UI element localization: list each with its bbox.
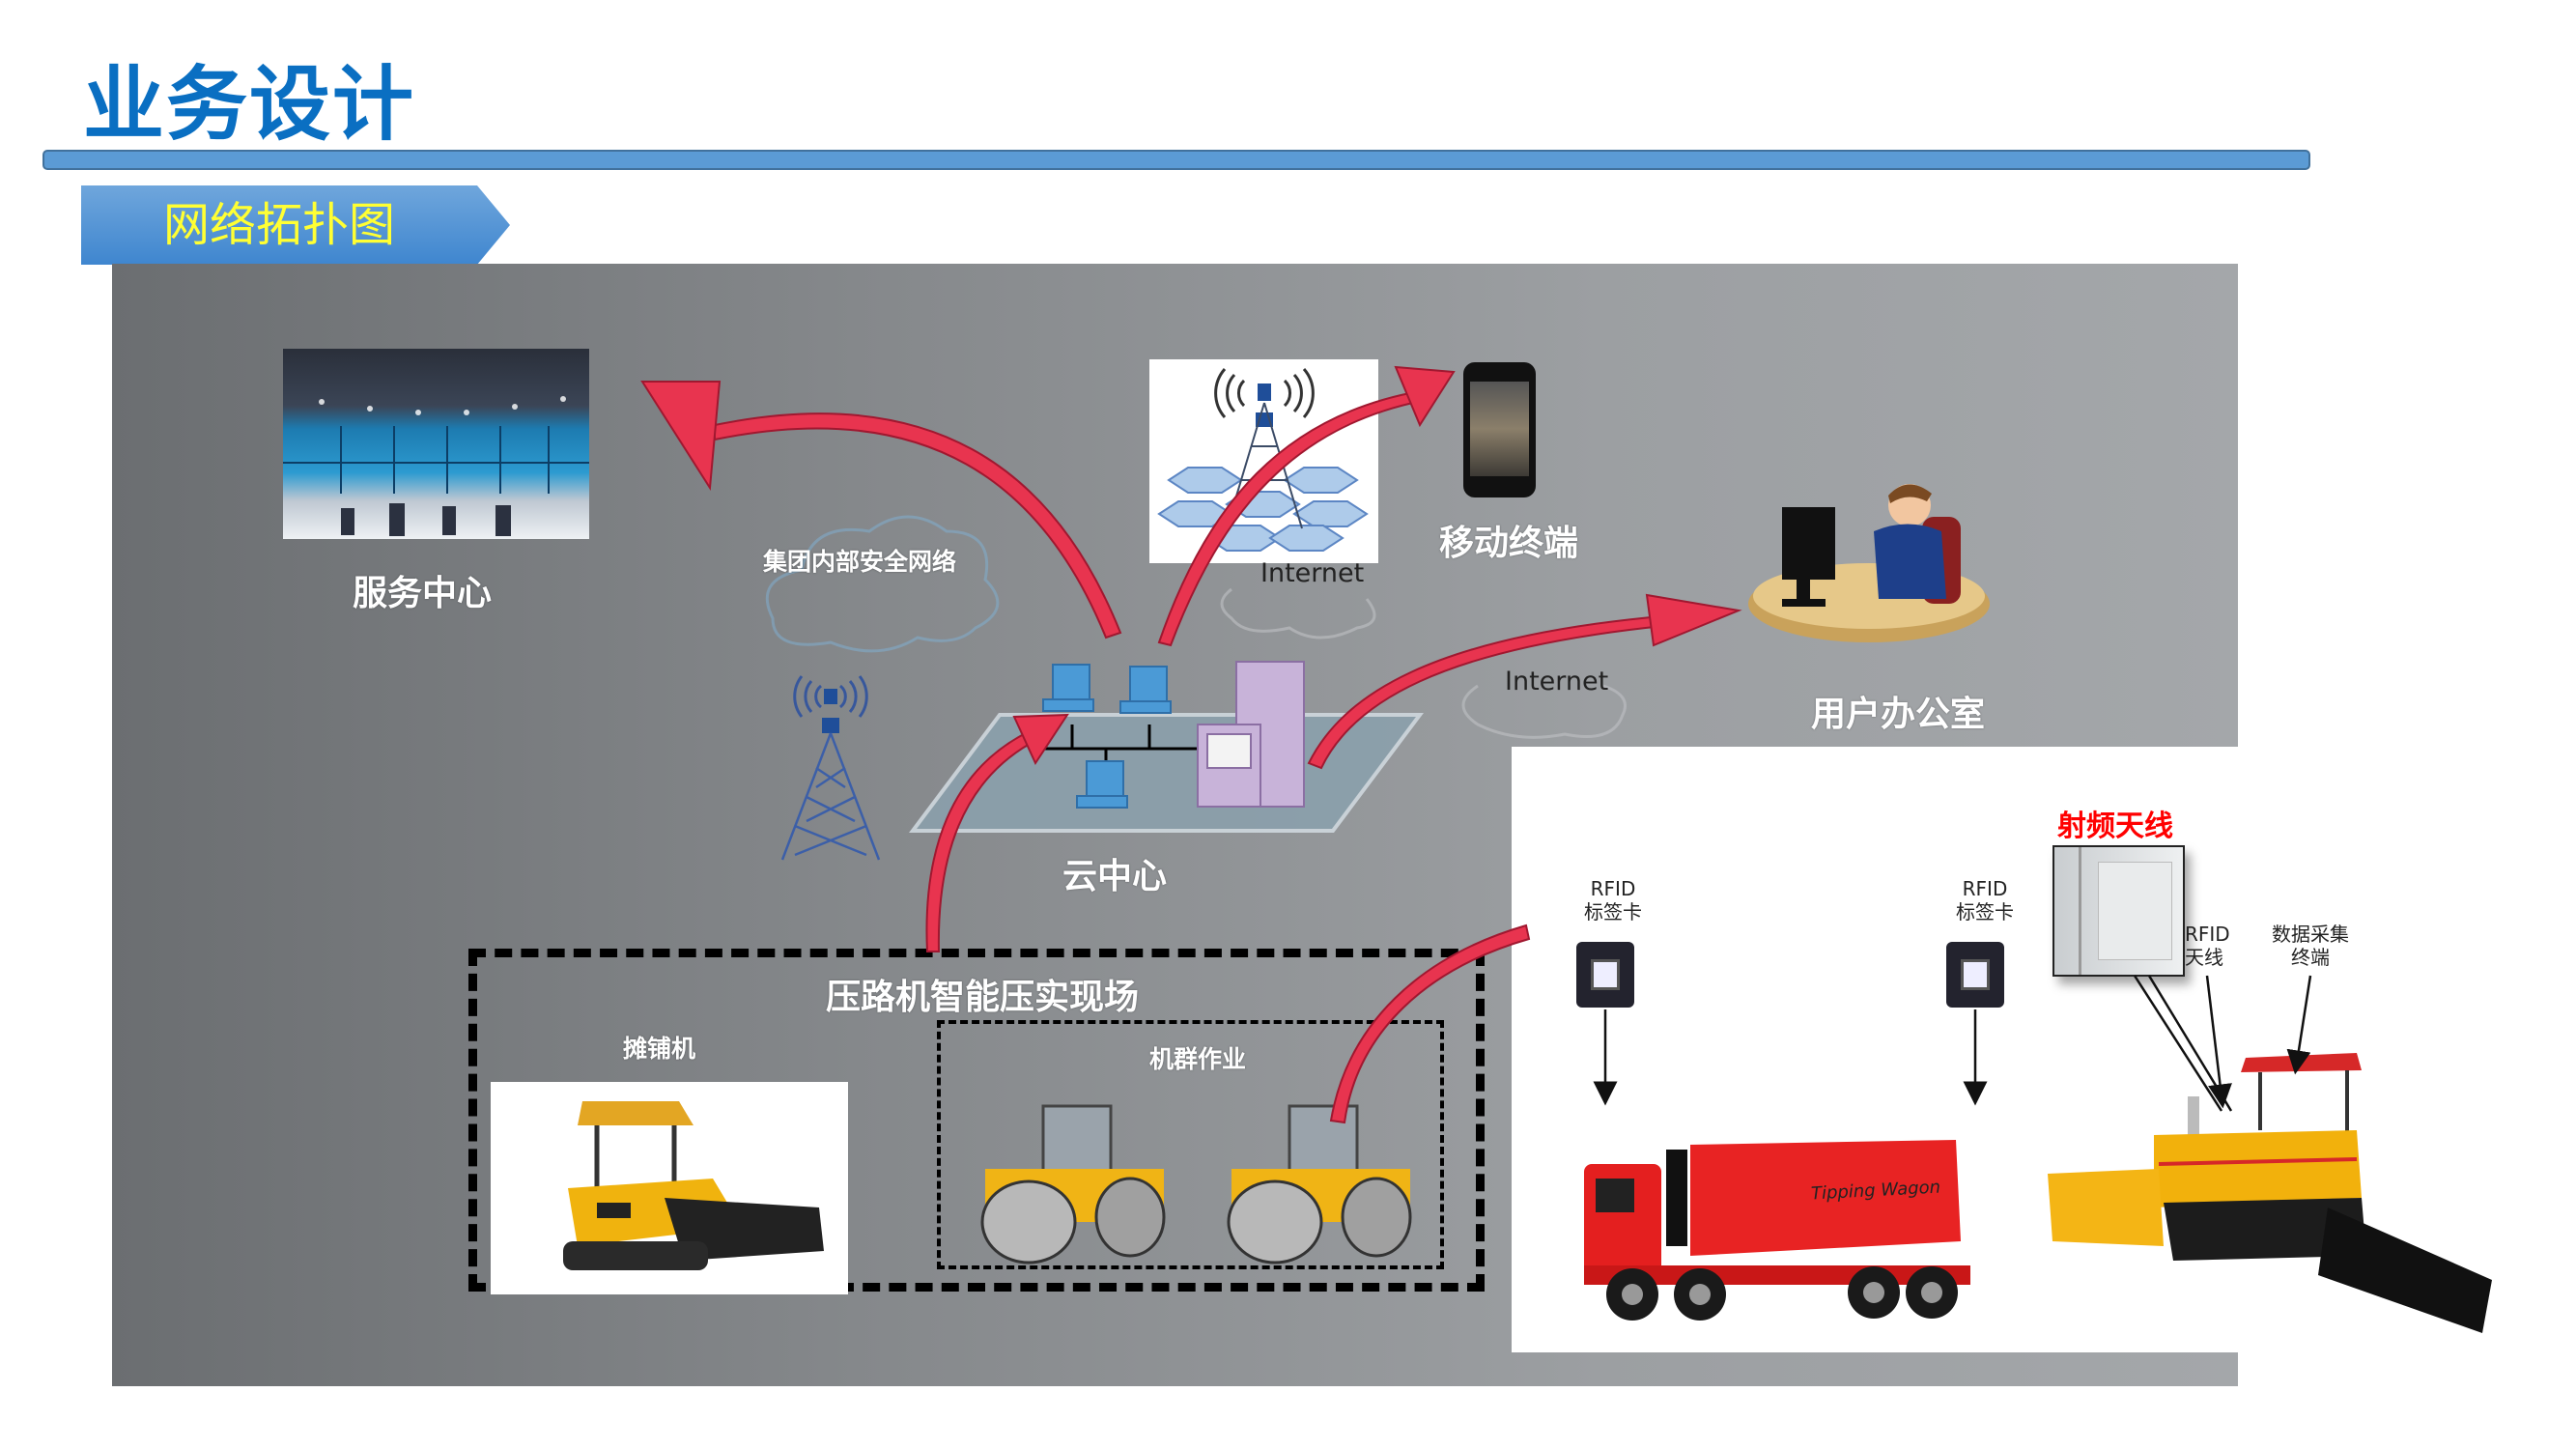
- rfid-tag-card-1: [1576, 942, 1634, 1008]
- roller-1: [971, 1101, 1174, 1265]
- antenna-pointer-line-1: [2133, 975, 2223, 1112]
- arrow-site-to-cloud: [925, 732, 1032, 952]
- arrow-head-user-office: [1645, 593, 1742, 647]
- site-title: 压路机智能压实现场: [826, 978, 1140, 1017]
- internal-network-cloud-icon: [765, 515, 1000, 653]
- rfid-paver-image: [2038, 1053, 2502, 1343]
- internal-network-label: 集团内部安全网络: [763, 548, 957, 576]
- rfid-antenna-pointer-line: [2205, 975, 2232, 1109]
- paver-image: [491, 1082, 848, 1294]
- section-banner: 网络拓扑图: [81, 185, 510, 265]
- rfid-tag-card-2: [1946, 942, 2004, 1008]
- cell-tower-icon: [768, 671, 893, 865]
- section-label: 网络拓扑图: [162, 198, 395, 252]
- rfid-tag1-label: RFID 标签卡: [1584, 877, 1642, 923]
- arrow-roller-to-inset: [1329, 923, 1531, 1124]
- smartphone-icon: [1463, 362, 1536, 497]
- rfid-antenna-label: RFID 天线: [2185, 923, 2230, 969]
- server-icon: [1197, 661, 1305, 808]
- arrow-to-user-office: [1307, 614, 1665, 770]
- dump-truck-image: [1574, 1121, 2009, 1333]
- paver-icon: [2048, 1053, 2492, 1333]
- page-title: 业务设计: [83, 57, 416, 152]
- user-office-label: 用户办公室: [1811, 695, 1986, 734]
- arrow-head-service-center: [640, 381, 722, 492]
- mobile-terminal-label: 移动终端: [1439, 524, 1579, 563]
- terminal-pointer-line: [2286, 975, 2312, 1075]
- workstation-icons: [1042, 664, 1172, 809]
- office-worker-icon: [1743, 478, 1995, 671]
- banner-arrow-shape: [81, 185, 510, 265]
- arrow-to-service-center: [714, 412, 1122, 639]
- antenna-photo: [2052, 845, 2185, 977]
- data-terminal-label: 数据采集 终端: [2272, 923, 2349, 969]
- mobile-internet-label: Internet: [1260, 558, 1365, 588]
- cluster-label: 机群作业: [1149, 1045, 1247, 1073]
- paver-label: 摊铺机: [623, 1035, 696, 1063]
- cluster-dashed-frame: [937, 1020, 1444, 1269]
- antenna-title: 射频天线: [2057, 810, 2173, 843]
- title-divider-bar: [42, 150, 2310, 170]
- arrow-head-mobile-terminal: [1394, 365, 1456, 428]
- control-room-icon: [283, 396, 589, 536]
- cloud-center-label: 云中心: [1062, 857, 1168, 896]
- internet-cloud-icon: [1220, 587, 1627, 739]
- rfid-tag2-label: RFID 标签卡: [1956, 877, 2014, 923]
- antenna-pointer-line-2: [2147, 975, 2233, 1112]
- service-center-image: [283, 349, 589, 539]
- dump-truck-icon: [1584, 1140, 1970, 1321]
- road-roller-icon: [980, 1104, 1166, 1264]
- site-dashed-frame: [468, 949, 1485, 1292]
- paver-icon: [563, 1101, 824, 1270]
- arrow-to-mobile-terminal: [1157, 389, 1424, 647]
- arrow-head-cloud-center: [1012, 713, 1069, 766]
- service-center-label: 服务中心: [353, 574, 493, 613]
- office-internet-label: Internet: [1505, 667, 1609, 696]
